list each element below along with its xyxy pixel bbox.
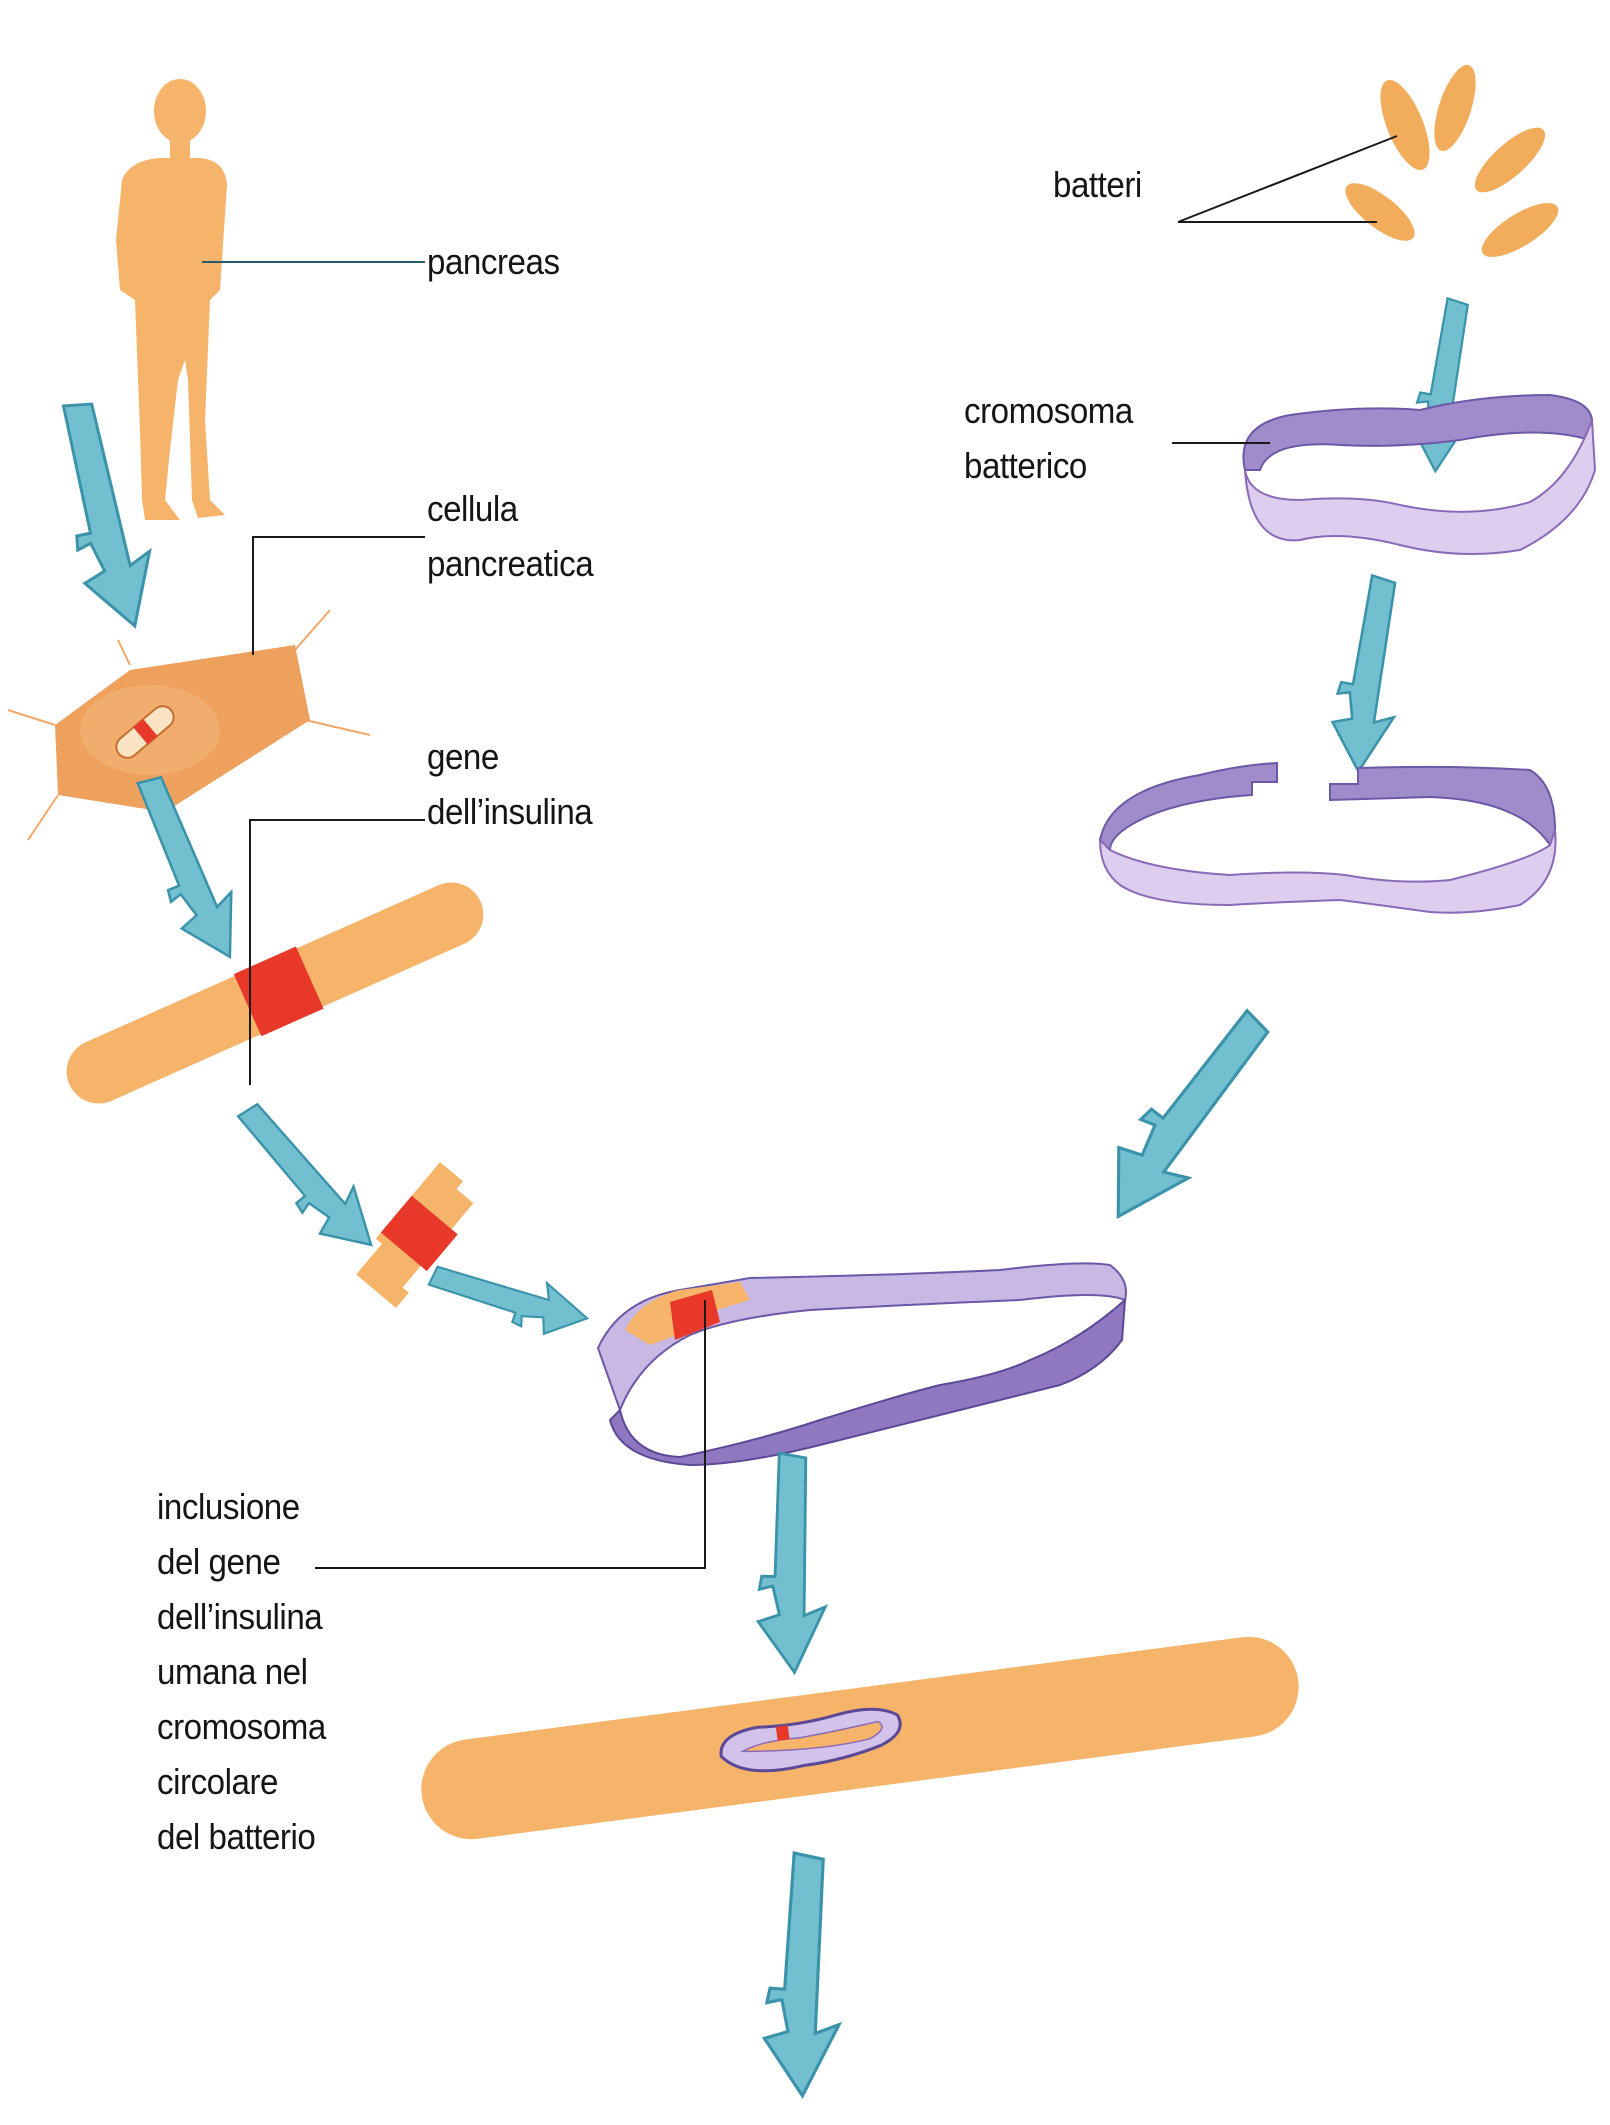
cell-nucleus-chromosome xyxy=(115,705,175,759)
arrow-icon xyxy=(759,1850,853,2100)
arrow-icon xyxy=(1083,998,1294,1238)
label-line: cellula xyxy=(427,488,518,529)
bacterium-plasmid xyxy=(719,1707,902,1773)
label-line: del gene xyxy=(157,1541,281,1582)
arrow-icon xyxy=(1323,571,1419,778)
human-silhouette xyxy=(116,79,227,520)
label-line: cromosoma xyxy=(157,1706,326,1747)
label-line: dell’insulina xyxy=(427,791,593,832)
label-line: circolare xyxy=(157,1761,279,1802)
cut-bacterial-chromosome xyxy=(1098,761,1557,914)
label-gene-insulina: gene dell’insulina xyxy=(427,730,593,840)
label-line: batterico xyxy=(964,445,1087,486)
label-line: pancreatica xyxy=(427,543,594,584)
recombinant-chromosome xyxy=(596,1262,1127,1467)
label-cellula-pancreatica: cellula pancreatica xyxy=(427,482,594,592)
bacteria-cluster xyxy=(1345,64,1559,257)
label-line: inclusione xyxy=(157,1486,300,1527)
inclusione-leader-line xyxy=(315,1300,706,1569)
label-line: gene xyxy=(427,736,499,777)
label-batteri: batteri xyxy=(1053,158,1142,213)
label-line: del batterio xyxy=(157,1816,316,1857)
label-line: dell’insulina xyxy=(157,1596,323,1637)
arrow-icon xyxy=(1404,295,1489,477)
label-line: umana nel xyxy=(157,1651,308,1692)
excised-gene-fragment xyxy=(356,1162,474,1308)
bacterial-chromosome-ring xyxy=(1242,393,1597,555)
gene-leader-line xyxy=(249,819,425,1085)
batteri-leader-lines xyxy=(1177,135,1398,223)
arrow-icon xyxy=(424,1247,595,1347)
recombinant-bacterium xyxy=(421,1636,1299,1840)
label-pancreas: pancreas xyxy=(427,235,560,290)
pancreatic-cell xyxy=(7,609,371,856)
label-text: pancreas xyxy=(427,241,560,282)
cellula-leader-line xyxy=(252,536,425,655)
inserted-insulin-gene xyxy=(670,1290,720,1340)
label-line: cromosoma xyxy=(964,390,1133,431)
insulin-gene-segment xyxy=(233,946,324,1037)
label-inclusione: inclusione del gene dell’insulina umana … xyxy=(157,1480,326,1865)
label-text: batteri xyxy=(1053,164,1142,205)
arrow-icon xyxy=(227,1087,391,1267)
human-chromosome xyxy=(66,882,484,1104)
label-cromosoma-batterico: cromosoma batterico xyxy=(964,384,1133,494)
arrow-icon xyxy=(755,1451,833,1675)
